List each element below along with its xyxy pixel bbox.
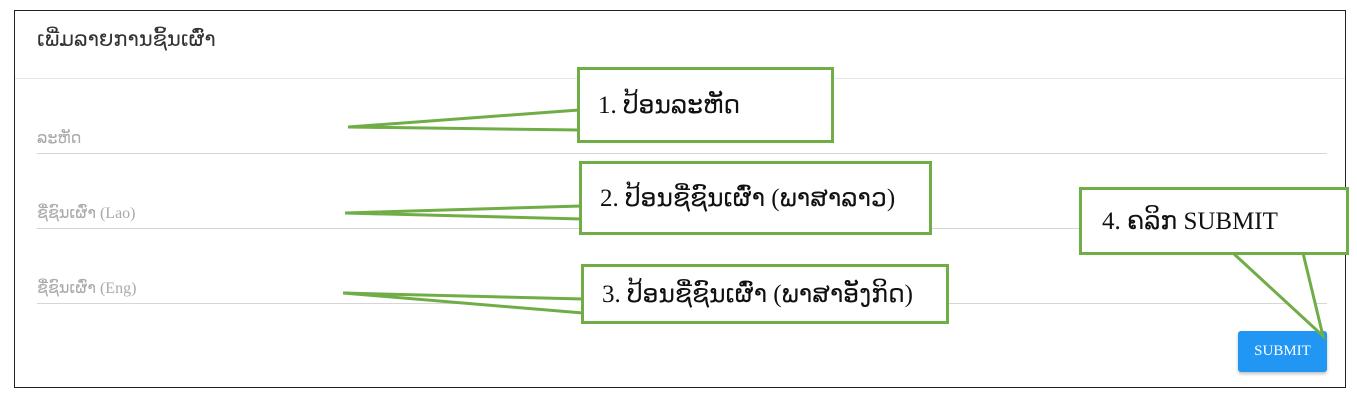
callout-step-2: 2. ປ້ອນຊື່ຊົນເຜົ່າ (ພາສາລາວ) <box>579 161 932 235</box>
callout-step-3: 3. ປ້ອນຊື່ຊົນເຜົ່າ (ພາສາອັງກິດ) <box>581 264 949 324</box>
callout-step-1: 1. ປ້ອນລະຫັດ <box>577 67 834 143</box>
callout-step-4: 4. ຄລິກ SUBMIT <box>1079 187 1349 255</box>
submit-button[interactable]: SUBMIT <box>1238 331 1327 372</box>
form-title: ເພີ່ມລາຍການຊິ້ນເຜົ່າ <box>37 27 216 51</box>
